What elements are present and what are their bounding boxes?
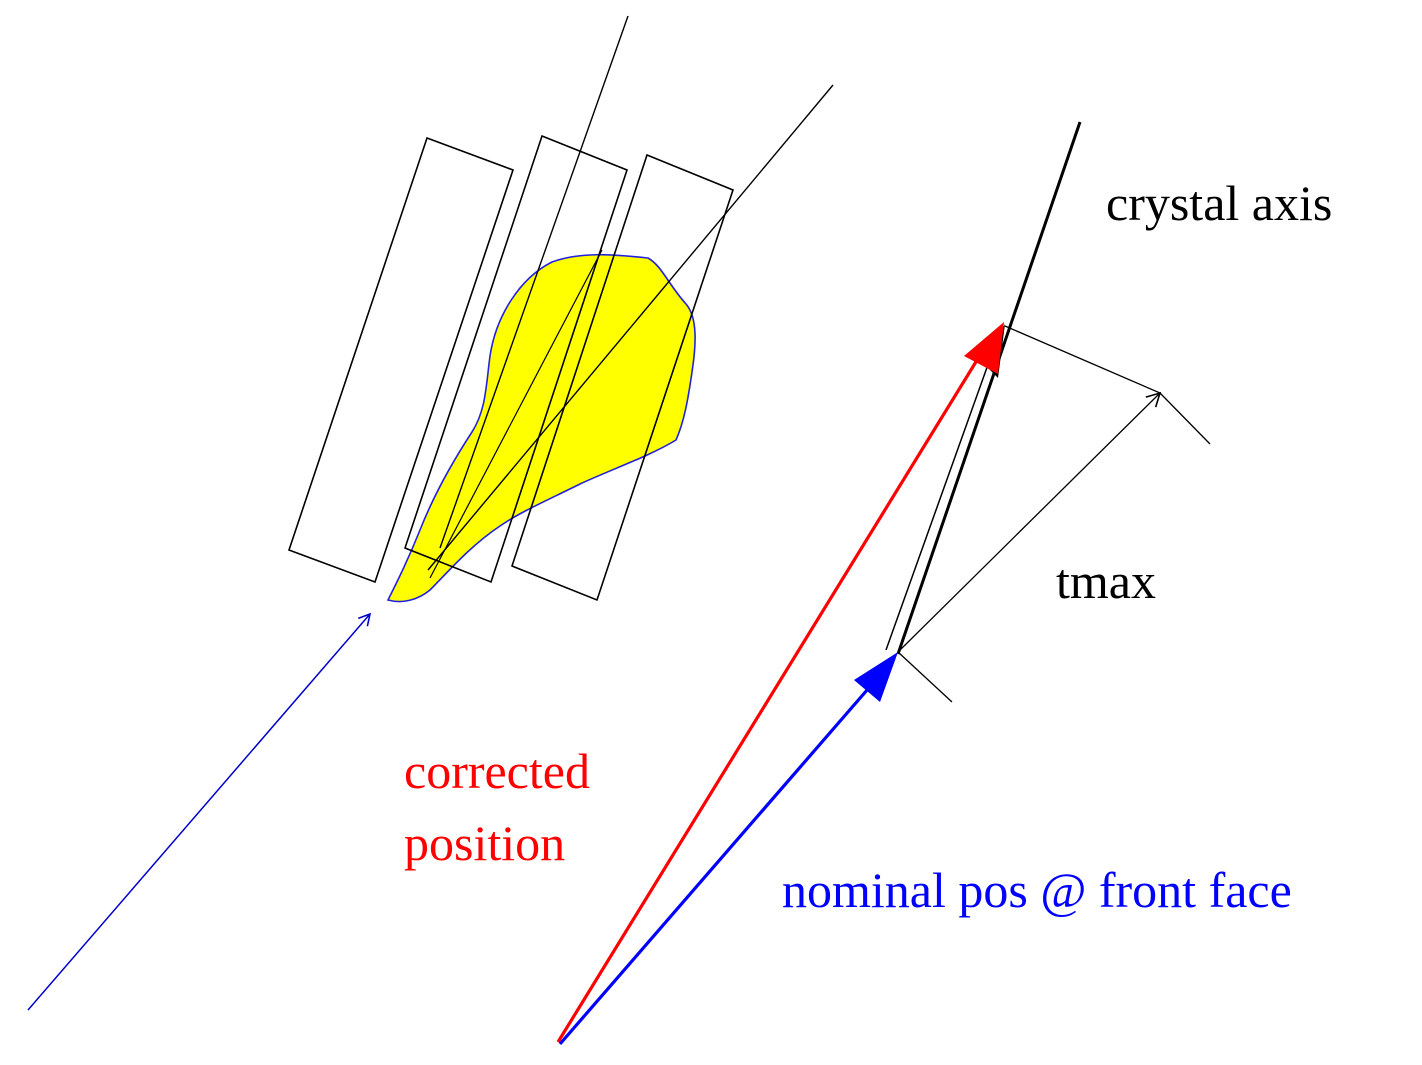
nominal-arrowhead xyxy=(854,652,898,702)
corrected-position-vector xyxy=(556,351,984,1043)
tmax-dimension-line xyxy=(897,391,1162,653)
crystal-middle xyxy=(404,134,628,584)
tmax-label: tmax xyxy=(1056,553,1156,609)
nominal-position-vector xyxy=(558,680,876,1046)
crystal-left xyxy=(287,136,515,584)
corrected-arrowhead xyxy=(964,322,1004,374)
crystal-axis-label: crystal axis xyxy=(1106,175,1332,231)
tmax-perp-top-ext xyxy=(1159,392,1211,445)
axis-line-steep xyxy=(439,15,629,549)
incoming-particle xyxy=(27,612,372,1011)
crystal-axis-line xyxy=(896,121,1082,655)
crystal-right xyxy=(511,153,734,602)
corrected-label-line2: position xyxy=(404,815,565,871)
nominal-label: nominal pos @ front face xyxy=(782,862,1292,918)
tmax-perp-bottom xyxy=(897,651,953,703)
axis-shift-line xyxy=(885,344,996,651)
axis-line-short xyxy=(429,249,603,579)
corrected-label-line1: corrected xyxy=(404,743,590,799)
axis-line-diagonal xyxy=(427,84,834,571)
tmax-perp-top xyxy=(1004,325,1161,394)
